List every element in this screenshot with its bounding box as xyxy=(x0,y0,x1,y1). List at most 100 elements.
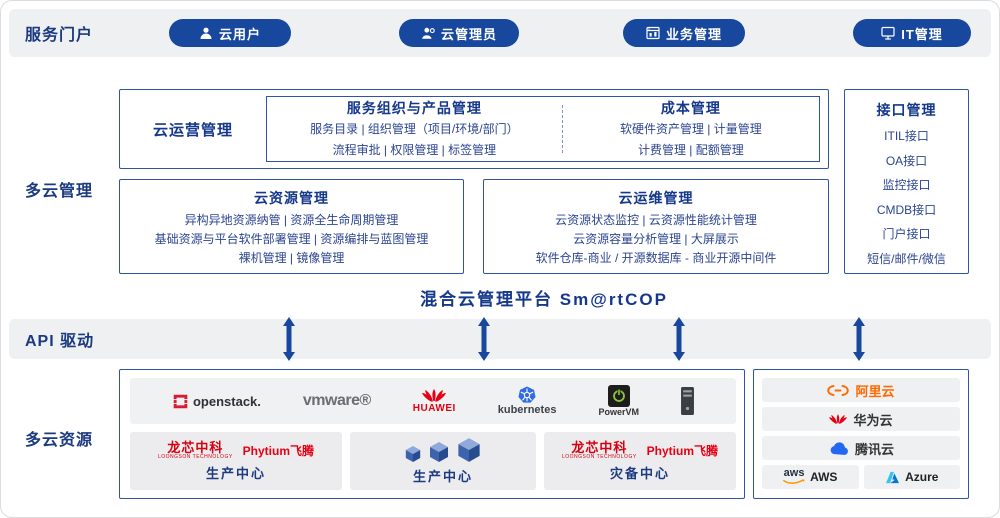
service-org-line: 流程审批 | 权限管理 | 标签管理 xyxy=(332,143,497,157)
phytium-logo: Phytium飞腾 xyxy=(242,443,315,458)
cloud-row-huawei: 华为云 xyxy=(762,407,960,431)
cloud-om-box: 云运维管理 云资源状态监控 | 云资源性能统计管理 云资源容量分析管理 | 大屏… xyxy=(483,179,829,274)
interface-mgmt-title: 接口管理 xyxy=(876,102,937,118)
cloud-row-tencent: 腾讯云 xyxy=(762,436,960,460)
interface-item: 门户接口 xyxy=(882,227,931,241)
center-name: 生产中心 xyxy=(205,465,266,481)
cloud-resource-line: 裸机管理 | 镜像管理 xyxy=(238,251,345,265)
kubernetes-icon xyxy=(518,386,536,403)
cloud-om-line: 软件仓库-商业 / 开源数据库 - 商业开源中间件 xyxy=(535,251,777,265)
center-name: 灾备中心 xyxy=(609,465,670,481)
api-band: API 驱动 xyxy=(9,319,991,359)
cost-mgmt-title: 成本管理 xyxy=(660,100,721,116)
openstack-logo: openstack. xyxy=(172,393,261,410)
service-org-column: 服务组织与产品管理 服务目录 | 组织管理（项目/环境/部门） 流程审批 | 权… xyxy=(267,97,562,161)
openstack-label: openstack. xyxy=(192,393,261,409)
cloud-name: Azure xyxy=(905,470,939,484)
interface-item: CMDB接口 xyxy=(876,202,937,217)
powervm-logo: PowerVM xyxy=(598,385,639,417)
api-double-arrow-icon xyxy=(673,317,685,361)
cloud-resource-title: 云资源管理 xyxy=(254,190,329,206)
cloud-row-alibaba: 阿里云 xyxy=(762,378,960,402)
azure-icon xyxy=(886,471,900,483)
cloud-cell-azure: Azure xyxy=(863,465,960,489)
kubernetes-logo: kubernetes xyxy=(497,386,557,416)
interface-item: 监控接口 xyxy=(882,178,931,192)
interface-item: ITIL接口 xyxy=(884,129,929,143)
tencent-cloud-icon xyxy=(830,441,848,455)
service-org-title: 服务组织与产品管理 xyxy=(346,100,482,116)
multicloud-mgmt-label: 多云管理 xyxy=(25,183,94,200)
cost-mgmt-line: 计费管理 | 配额管理 xyxy=(637,143,744,157)
center-name: 生产中心 xyxy=(412,469,473,484)
cloud-row-split: aws AWS Azure xyxy=(762,465,960,489)
cost-mgmt-line: 软硬件资产管理 | 计量管理 xyxy=(619,122,762,136)
aws-word: aws xyxy=(783,467,805,479)
interface-item: 短信/邮件/微信 xyxy=(867,251,946,266)
huawei-logo: HUAWEI xyxy=(412,388,456,414)
cloud-om-line: 云资源容量分析管理 | 大屏展示 xyxy=(573,232,739,246)
huawei-flower-icon xyxy=(829,413,848,424)
cloud-admin-button[interactable]: 云管理员 xyxy=(399,19,519,47)
operation-inner-box: 服务组织与产品管理 服务目录 | 组织管理（项目/环境/部门） 流程审批 | 权… xyxy=(266,96,820,162)
cloud-user-button[interactable]: 云用户 xyxy=(169,19,291,47)
loongson-logo: 龙芯中科 LOONGSON TECHNOLOGY xyxy=(562,441,637,460)
huawei-flower-icon xyxy=(422,388,447,402)
powervm-label: PowerVM xyxy=(598,407,639,417)
loongson-label: 龙芯中科 xyxy=(167,439,224,455)
cube-icon xyxy=(430,442,448,462)
it-mgmt-button[interactable]: IT管理 xyxy=(853,19,971,47)
platform-logo-strip: openstack. vmware® HUAWEI kubernetes Pow… xyxy=(130,378,736,424)
admin-user-icon xyxy=(421,27,435,39)
powervm-icon xyxy=(607,385,630,407)
service-org-line: 服务目录 | 组织管理（项目/环境/部门） xyxy=(310,122,519,136)
production-center-box: 龙芯中科 LOONGSON TECHNOLOGY Phytium飞腾 生产中心 xyxy=(130,432,342,490)
public-cloud-box: 阿里云 华为云 腾讯云 aws AWS Azure xyxy=(753,369,969,499)
cube-icon xyxy=(458,438,480,462)
cloud-resource-line: 基础资源与平台软件部署管理 | 资源编排与蓝图管理 xyxy=(154,232,429,246)
aws-logo: aws xyxy=(783,467,806,486)
api-label: API 驱动 xyxy=(25,333,95,350)
cube-cluster-icon xyxy=(405,437,481,463)
business-mgmt-button[interactable]: 业务管理 xyxy=(623,19,745,47)
server-tower-icon xyxy=(680,387,694,415)
aws-smile-icon xyxy=(783,479,806,484)
on-prem-resources-box: openstack. vmware® HUAWEI kubernetes Pow… xyxy=(119,369,745,499)
cloud-resource-line: 异构异地资源纳管 | 资源全生命周期管理 xyxy=(184,213,399,227)
interface-item: OA接口 xyxy=(885,153,928,168)
loongson-logo: 龙芯中科 LOONGSON TECHNOLOGY xyxy=(158,441,233,460)
cloud-om-title: 云运维管理 xyxy=(618,190,694,206)
api-double-arrow-icon xyxy=(478,317,490,361)
loongson-sublabel: LOONGSON TECHNOLOGY xyxy=(157,453,233,460)
button-label: 云用户 xyxy=(218,26,261,42)
api-double-arrow-icon xyxy=(283,317,295,361)
button-label: 业务管理 xyxy=(665,26,722,42)
kubernetes-label: kubernetes xyxy=(497,404,557,416)
dotted-divider xyxy=(561,105,563,153)
multicloud-resources-label: 多云资源 xyxy=(25,432,94,449)
loongson-label: 龙芯中科 xyxy=(571,439,628,455)
cloud-operation-box: 云运营管理 服务组织与产品管理 服务目录 | 组织管理（项目/环境/部门） 流程… xyxy=(119,89,829,169)
cloud-resource-box: 云资源管理 异构异地资源纳管 | 资源全生命周期管理 基础资源与平台软件部署管理… xyxy=(119,179,464,274)
vmware-logo: vmware® xyxy=(302,392,371,409)
loongson-sublabel: LOONGSON TECHNOLOGY xyxy=(561,453,637,460)
disaster-recovery-center-box: 龙芯中科 LOONGSON TECHNOLOGY Phytium飞腾 灾备中心 xyxy=(544,432,736,490)
huawei-label: HUAWEI xyxy=(412,402,456,414)
vendor-row: 龙芯中科 LOONGSON TECHNOLOGY Phytium飞腾 xyxy=(158,441,314,460)
button-label: 云管理员 xyxy=(440,26,497,42)
cloud-name: 腾讯云 xyxy=(854,441,894,457)
cloud-om-line: 云资源状态监控 | 云资源性能统计管理 xyxy=(555,213,757,227)
cloud-cell-aws: aws AWS xyxy=(762,465,859,489)
openstack-icon xyxy=(173,394,188,408)
portal-label: 服务门户 xyxy=(25,27,94,44)
phytium-logo: Phytium飞腾 xyxy=(646,443,719,458)
cube-icon xyxy=(405,446,421,462)
vendor-row: 龙芯中科 LOONGSON TECHNOLOGY Phytium飞腾 xyxy=(562,441,718,460)
api-double-arrow-icon xyxy=(853,317,865,361)
cloud-name: 华为云 xyxy=(853,412,893,428)
user-icon xyxy=(200,27,212,39)
alibaba-cloud-icon xyxy=(827,384,850,396)
business-window-icon xyxy=(646,26,660,40)
platform-title: 混合云管理平台 Sm@rtCOP xyxy=(420,290,668,309)
